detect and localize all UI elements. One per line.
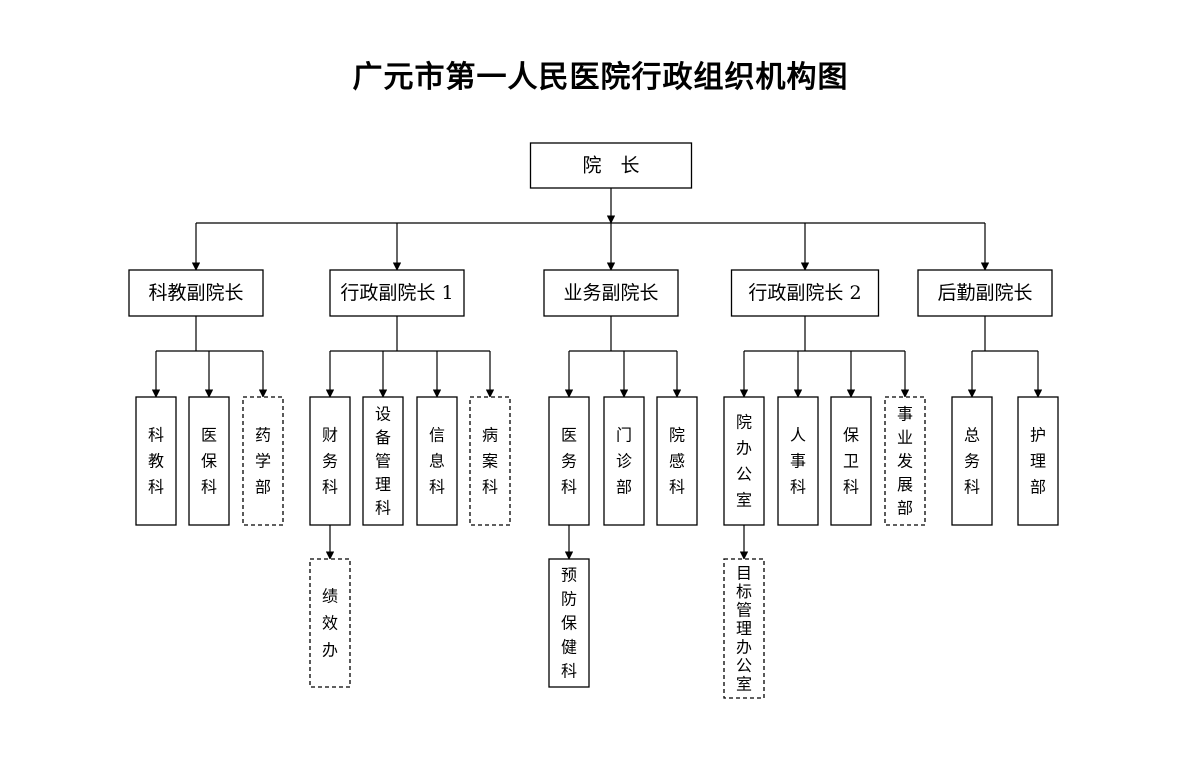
dept-box-0-1 <box>188 396 230 526</box>
vp-box-2 <box>543 269 679 317</box>
vp-label-1: 行政副院长 1 <box>340 282 453 304</box>
chart-title: 广元市第一人民医院行政组织机构图 <box>352 60 849 95</box>
vp-label-4: 后勤副院长 <box>937 282 1032 304</box>
vp-box-3 <box>730 269 880 317</box>
dept-box-1-2 <box>416 396 458 526</box>
dept-label-3-0: 院办公室 <box>736 413 752 510</box>
sub-box-2-0 <box>548 558 590 688</box>
dept-label-2-0: 医务科 <box>561 426 577 497</box>
dept-box-2-1 <box>603 396 645 526</box>
sub-box-1-0 <box>309 558 351 688</box>
sub-label-3-0: 目标管理办公室 <box>736 564 752 694</box>
vp-label-2: 业务副院长 <box>563 282 658 304</box>
dept-box-4-1 <box>1017 396 1059 526</box>
dept-label-4-1: 护理部 <box>1030 426 1046 497</box>
dept-box-3-0 <box>723 396 765 526</box>
dept-box-3-2 <box>830 396 872 526</box>
dept-box-2-2 <box>656 396 698 526</box>
vp-label-3: 行政副院长 2 <box>748 282 861 304</box>
vp-label-0: 科教副院长 <box>148 282 243 304</box>
dept-label-2-2: 院感科 <box>669 426 685 497</box>
vp-box-0 <box>128 269 264 317</box>
dept-label-1-2: 信息科 <box>429 426 445 497</box>
sub-label-1-0: 绩效办 <box>322 587 338 660</box>
dept-label-0-2: 药学部 <box>255 426 271 497</box>
vp-box-1 <box>329 269 465 317</box>
dept-label-1-1: 设备管理科 <box>375 405 391 518</box>
dept-label-2-1: 门诊部 <box>616 426 632 497</box>
dept-label-0-1: 医保科 <box>201 426 217 497</box>
sub-box-3-0 <box>723 558 765 699</box>
dept-label-3-3: 事业发展部 <box>897 405 913 518</box>
root-label: 院 长 <box>582 155 639 177</box>
dept-box-1-0 <box>309 396 351 526</box>
dept-label-4-0: 总务科 <box>964 426 980 497</box>
sub-label-2-0: 预防保健科 <box>561 566 577 681</box>
dept-label-1-3: 病案科 <box>482 426 498 497</box>
dept-box-1-1 <box>362 396 404 526</box>
dept-box-0-0 <box>135 396 177 526</box>
connectors <box>151 188 1043 560</box>
dept-box-1-3 <box>469 396 511 526</box>
vp-box-4 <box>917 269 1053 317</box>
dept-box-0-2 <box>242 396 284 526</box>
dept-box-2-0 <box>548 396 590 526</box>
dept-label-3-1: 人事科 <box>790 426 806 497</box>
dept-label-0-0: 科教科 <box>148 426 164 497</box>
dept-box-3-3 <box>884 396 926 526</box>
dept-box-3-1 <box>777 396 819 526</box>
dept-label-3-2: 保卫科 <box>843 426 859 497</box>
root-box <box>529 142 693 189</box>
dept-box-4-0 <box>951 396 993 526</box>
dept-label-1-0: 财务科 <box>322 426 338 497</box>
